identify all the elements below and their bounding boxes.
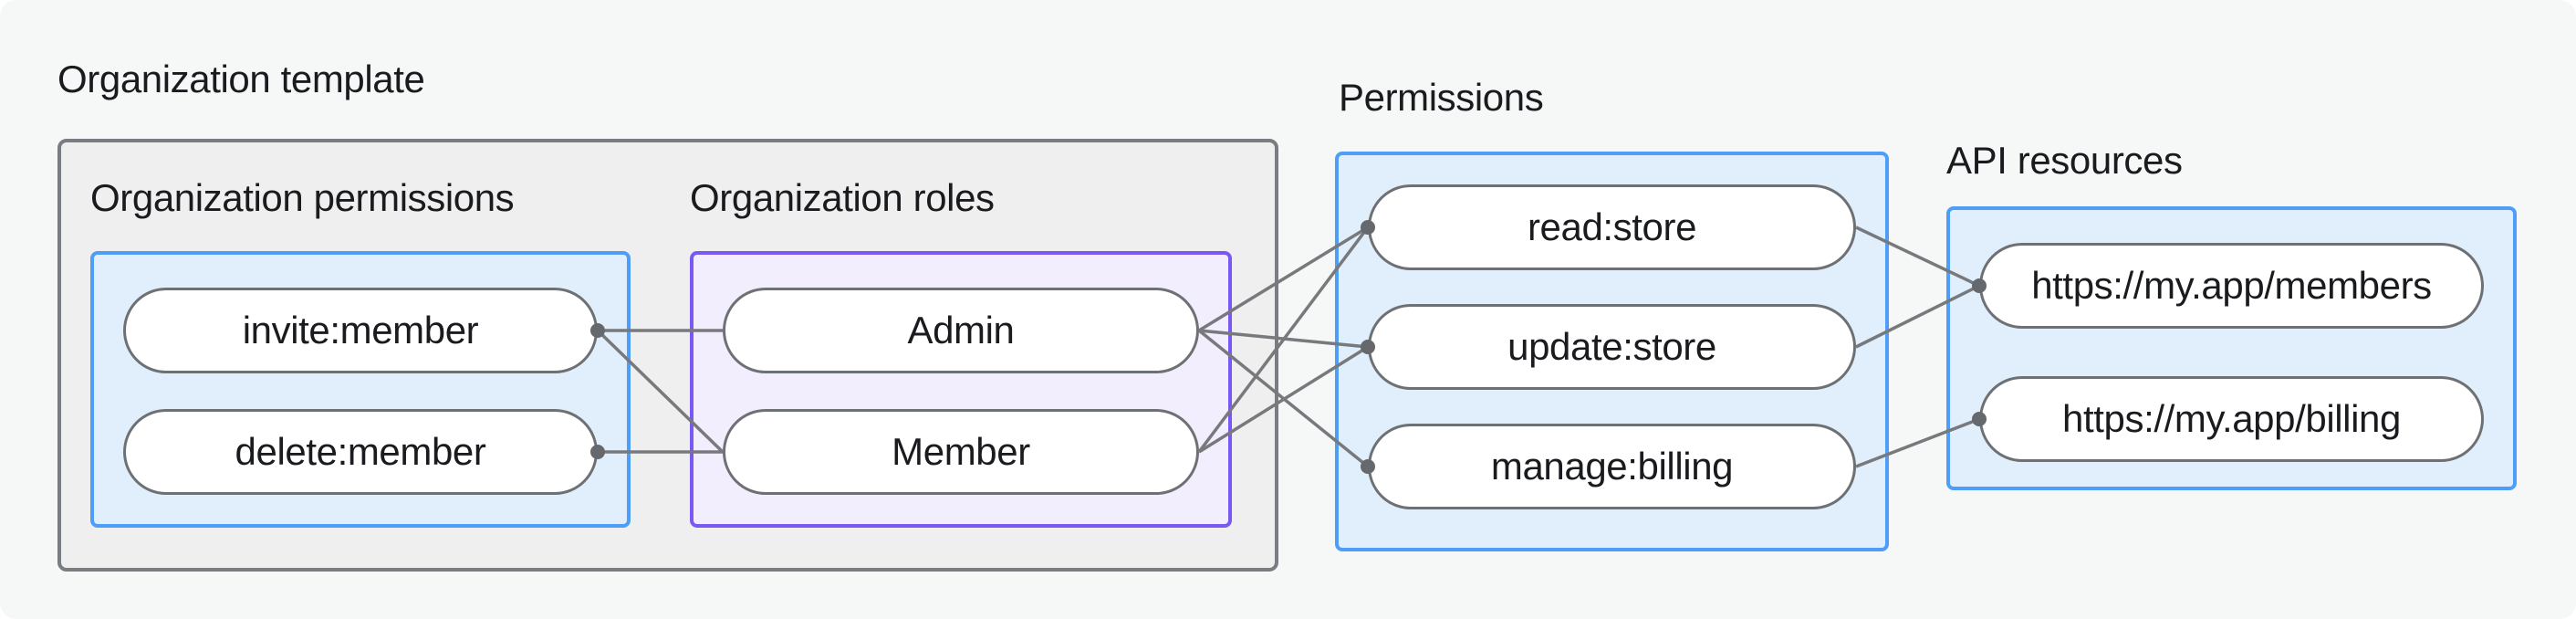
pill-invite-member: invite:member — [123, 288, 598, 373]
org-permissions-label: Organization permissions — [90, 176, 515, 219]
permissions-label: Permissions — [1339, 76, 1544, 119]
pill-update-store: update:store — [1368, 304, 1856, 390]
api-resources-box: https://my.app/members https://my.app/bi… — [1946, 206, 2517, 490]
org-roles-box: Admin Member — [690, 251, 1232, 528]
pill-members-api: https://my.app/members — [1979, 243, 2484, 329]
pill-member: Member — [723, 409, 1199, 495]
pill-delete-member: delete:member — [123, 409, 598, 495]
pill-manage-billing: manage:billing — [1368, 424, 1856, 509]
org-permissions-box: invite:member delete:member — [90, 251, 631, 528]
api-resources-label: API resources — [1946, 139, 2183, 182]
org-template-title: Organization template — [57, 58, 425, 100]
org-template-group-box: Organization permissions Organization ro… — [57, 139, 1278, 572]
org-roles-label: Organization roles — [690, 176, 995, 219]
pill-read-store: read:store — [1368, 184, 1856, 270]
pill-billing-api: https://my.app/billing — [1979, 376, 2484, 462]
pill-admin: Admin — [723, 288, 1199, 373]
permissions-box: read:store update:store manage:billing — [1335, 152, 1889, 551]
